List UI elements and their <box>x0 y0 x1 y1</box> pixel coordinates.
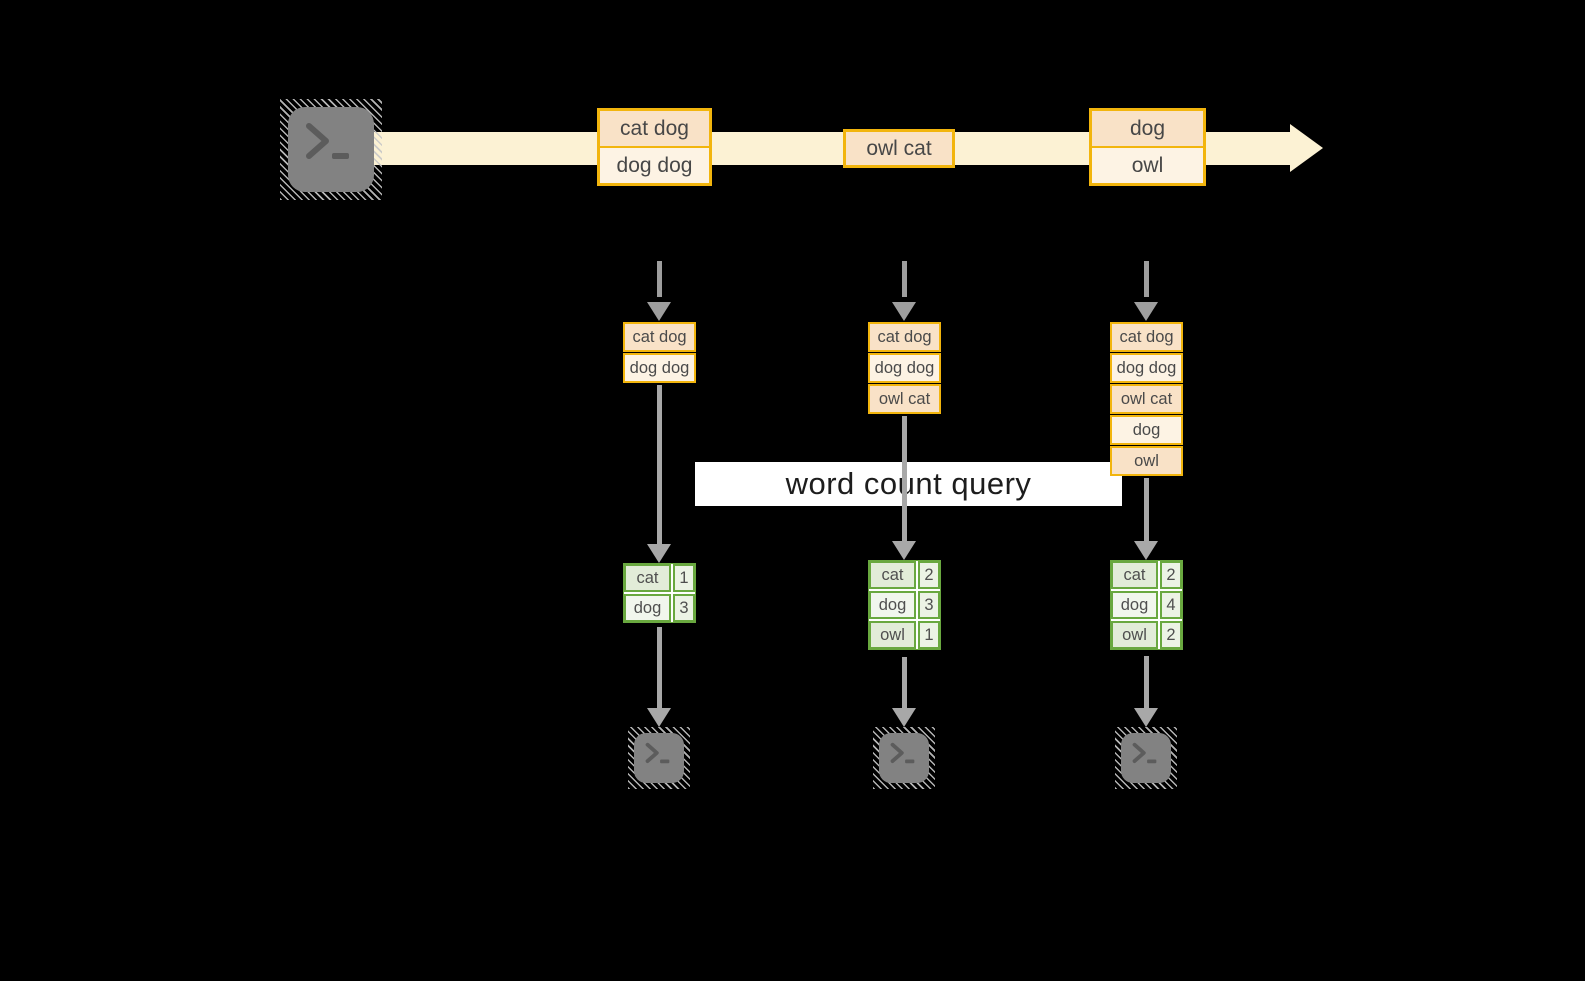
count-value-cell: 2 <box>918 561 940 589</box>
count-value-cell: 3 <box>673 594 695 622</box>
buffer-record: owl <box>1110 446 1183 476</box>
stream-record: owl <box>1092 148 1203 183</box>
dashed-arrow-icon <box>1134 261 1158 321</box>
arrow-down-icon <box>647 627 671 727</box>
count-word-cell: dog <box>869 591 916 619</box>
count-table-1: cat 1 dog 3 <box>623 563 696 623</box>
terminal-screen <box>634 733 684 783</box>
record-buffer-1: cat dog dog dog <box>623 322 696 383</box>
terminal-prompt-icon <box>645 742 670 764</box>
count-value-cell: 2 <box>1160 561 1182 589</box>
buffer-record: dog <box>1110 415 1183 445</box>
query-label: word count query <box>695 462 1122 506</box>
arrow-down-icon <box>892 657 916 727</box>
record-buffer-3: cat dog dog dog owl cat dog owl <box>1110 322 1183 476</box>
arrow-down-icon <box>1134 478 1158 560</box>
count-value-cell: 2 <box>1160 621 1182 649</box>
count-value-cell: 1 <box>918 621 940 649</box>
stream-record: dog dog <box>600 148 709 183</box>
arrow-down-icon <box>1134 656 1158 727</box>
dashed-arrow-icon <box>647 261 671 321</box>
stream-record: dog <box>1092 111 1203 146</box>
count-value-cell: 4 <box>1160 591 1182 619</box>
terminal-sink-icon <box>1115 727 1177 789</box>
terminal-sink-icon <box>628 727 690 789</box>
arrow-down-icon <box>647 385 671 563</box>
terminal-screen <box>879 733 929 783</box>
count-word-cell: dog <box>1111 591 1158 619</box>
terminal-prompt-icon <box>1132 742 1157 764</box>
buffer-record: cat dog <box>623 322 696 352</box>
stream-arrowhead-icon <box>1290 124 1323 172</box>
count-word-cell: owl <box>869 621 916 649</box>
count-value-cell: 1 <box>673 564 695 592</box>
count-word-cell: owl <box>1111 621 1158 649</box>
record-buffer-2: cat dog dog dog owl cat <box>868 322 941 414</box>
count-word-cell: dog <box>624 594 671 622</box>
terminal-prompt-icon <box>890 742 915 764</box>
buffer-record: owl cat <box>1110 384 1183 414</box>
count-table-2: cat 2 dog 3 owl 1 <box>868 560 941 650</box>
stream-record: cat dog <box>600 111 709 146</box>
buffer-record: dog dog <box>1110 353 1183 383</box>
buffer-record: dog dog <box>868 353 941 383</box>
terminal-screen <box>288 107 374 192</box>
count-table-3: cat 2 dog 4 owl 2 <box>1110 560 1183 650</box>
terminal-sink-icon <box>873 727 935 789</box>
stream-event-box-2: owl cat <box>843 129 955 168</box>
buffer-record: cat dog <box>1110 322 1183 352</box>
buffer-record: cat dog <box>868 322 941 352</box>
stream-event-box-1: cat dog dog dog <box>597 108 712 186</box>
count-value-cell: 3 <box>918 591 940 619</box>
count-word-cell: cat <box>869 561 916 589</box>
buffer-record: owl cat <box>868 384 941 414</box>
count-word-cell: cat <box>1111 561 1158 589</box>
stream-event-box-3: dog owl <box>1089 108 1206 186</box>
stream-record: owl cat <box>846 132 952 165</box>
arrow-down-icon <box>892 416 916 560</box>
count-word-cell: cat <box>624 564 671 592</box>
terminal-source-icon <box>280 99 382 200</box>
dashed-arrow-icon <box>892 261 916 321</box>
buffer-record: dog dog <box>623 353 696 383</box>
terminal-prompt-icon <box>306 123 349 159</box>
terminal-screen <box>1121 733 1171 783</box>
